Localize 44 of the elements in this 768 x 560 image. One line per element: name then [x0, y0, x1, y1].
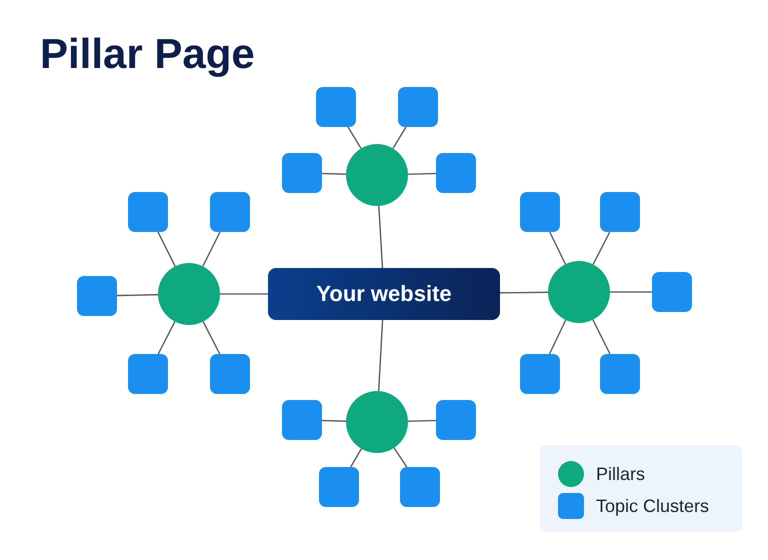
topic-square: [520, 354, 560, 394]
connector-line: [322, 172, 346, 175]
connector-line: [350, 448, 362, 468]
topic-square: [210, 192, 250, 232]
connector-line: [378, 206, 384, 268]
topic-square: [436, 400, 476, 440]
connector-line: [592, 232, 610, 265]
legend-label: Topic Clusters: [596, 496, 710, 517]
connector-line: [610, 291, 652, 293]
topic-square: [398, 87, 438, 127]
topic-square: [77, 276, 117, 316]
topic-square: [520, 192, 560, 232]
connector-line: [202, 321, 220, 354]
connector-line: [157, 232, 176, 267]
connector-line: [500, 292, 548, 294]
topic-square: [600, 192, 640, 232]
topic-square: [316, 87, 356, 127]
topic-square: [128, 354, 168, 394]
connector-line: [548, 320, 566, 354]
connector-line: [394, 448, 408, 468]
connector-line: [348, 126, 362, 149]
connector-line: [378, 320, 384, 392]
title: Pillar Page: [40, 30, 255, 78]
topic-square: [128, 192, 168, 232]
connector-line: [408, 420, 436, 422]
legend-label: Pillars: [596, 464, 646, 485]
connector-line: [202, 232, 221, 267]
connector-line: [322, 420, 346, 422]
website-box: Your website: [268, 268, 500, 320]
topic-square: [400, 467, 440, 507]
connector-line: [592, 319, 611, 354]
connector-line: [158, 321, 176, 354]
topic-square: [282, 153, 322, 193]
topic-square: [436, 153, 476, 193]
topic-square: [319, 467, 359, 507]
topic-square: [600, 354, 640, 394]
connector-line: [408, 172, 436, 175]
topic-square: [210, 354, 250, 394]
topic-square: [652, 272, 692, 312]
topic-square: [282, 400, 322, 440]
connector-line: [116, 294, 158, 296]
connector-line: [392, 126, 406, 149]
connector-line: [220, 293, 268, 295]
connector-line: [549, 232, 566, 264]
